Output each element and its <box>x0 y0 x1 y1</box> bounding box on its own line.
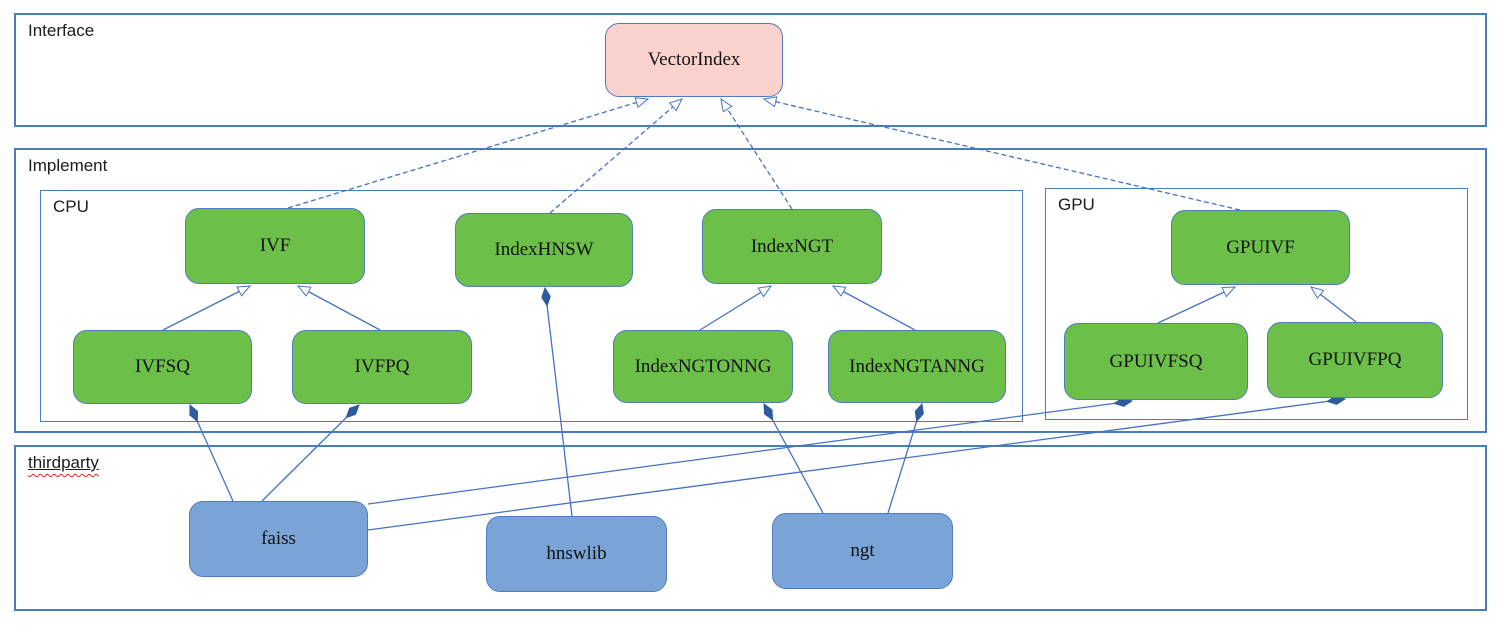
node-hnswlib[interactable]: hnswlib <box>486 516 667 592</box>
node-vectorindex-label: VectorIndex <box>647 49 741 70</box>
node-gpuivfsq[interactable]: GPUIVFSQ <box>1064 323 1248 400</box>
node-gpuivfpq-label: GPUIVFPQ <box>1308 349 1402 370</box>
node-indexngt-label: IndexNGT <box>750 235 834 257</box>
container-cpu-label: CPU <box>53 197 89 216</box>
node-ngt[interactable]: ngt <box>772 513 953 589</box>
node-gpuivfpq[interactable]: GPUIVFPQ <box>1267 322 1443 398</box>
node-indexngtonng[interactable]: IndexNGTONNG <box>613 330 793 403</box>
node-ivfpq-label: IVFPQ <box>354 356 410 377</box>
node-gpuivf-label: GPUIVF <box>1226 236 1295 258</box>
node-indexngt[interactable]: IndexNGT <box>702 209 882 284</box>
container-thirdparty-label: thirdparty <box>28 453 99 473</box>
node-indexhnsw-label: IndexHNSW <box>494 239 594 260</box>
node-faiss-label: faiss <box>261 528 296 549</box>
node-indexngtanng-label: IndexNGTANNG <box>849 355 985 377</box>
spellcheck-squiggle-text: thirdparty <box>28 453 99 472</box>
node-indexngtonng-label: IndexNGTONNG <box>634 355 772 377</box>
node-faiss[interactable]: faiss <box>189 501 368 577</box>
node-indexngtanng[interactable]: IndexNGTANNG <box>828 330 1006 403</box>
container-implement-label: Implement <box>28 156 108 175</box>
node-gpuivf[interactable]: GPUIVF <box>1171 210 1350 285</box>
node-ivfpq[interactable]: IVFPQ <box>292 330 472 404</box>
node-ivfsq-label: IVFSQ <box>135 356 190 377</box>
container-gpu-label: GPU <box>1058 195 1095 214</box>
node-gpuivfsq-label: GPUIVFSQ <box>1109 350 1203 372</box>
node-ivf-label: IVF <box>259 235 291 256</box>
node-ivf[interactable]: IVF <box>185 208 365 284</box>
container-interface-label: Interface <box>28 21 95 40</box>
node-hnswlib-label: hnswlib <box>546 543 607 564</box>
node-indexhnsw[interactable]: IndexHNSW <box>455 213 633 287</box>
node-ivfsq[interactable]: IVFSQ <box>73 330 252 404</box>
node-ngt-label: ngt <box>850 540 875 561</box>
node-vectorindex[interactable]: VectorIndex <box>605 23 783 97</box>
